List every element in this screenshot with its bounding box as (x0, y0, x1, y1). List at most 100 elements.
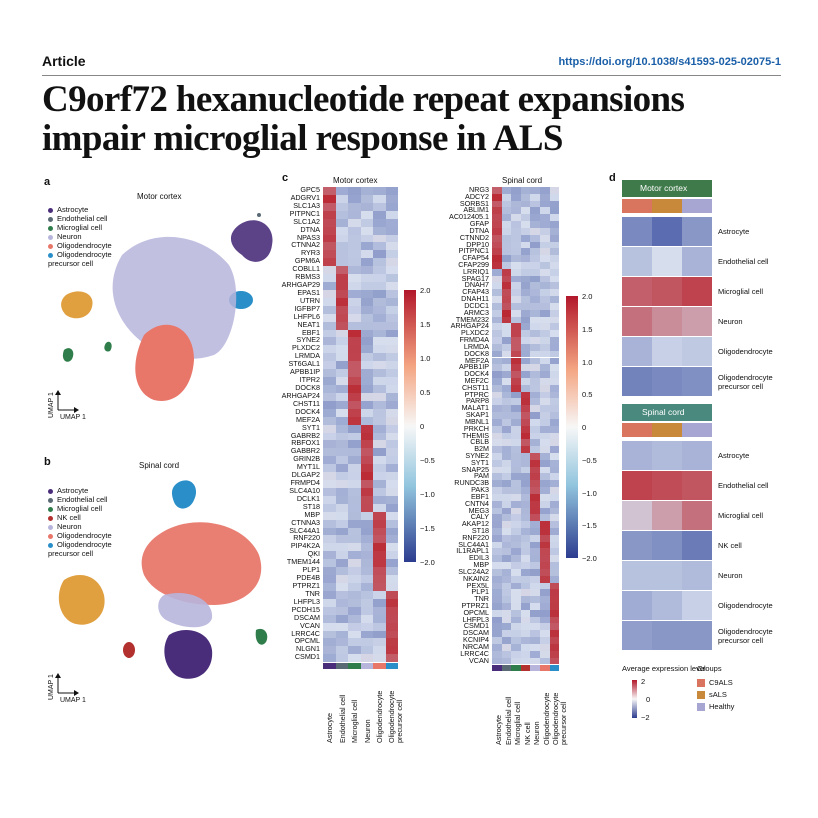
d-sc-cell (682, 561, 712, 590)
sc-heat-cell (520, 575, 531, 583)
sc-heat-cell (501, 221, 512, 228)
sc-heat-cell (520, 548, 531, 556)
sc-heat-cell (492, 330, 502, 338)
sc-heat-cell (530, 616, 540, 624)
sc-heat-cell (501, 214, 512, 222)
sc-heat-cell (511, 241, 521, 249)
sc-heat-cell (511, 650, 521, 658)
legend-dot (48, 533, 53, 539)
mc-heat-cell (335, 448, 348, 457)
sc-heat-cell (549, 507, 560, 515)
doi-link[interactable]: https://doi.org/10.1038/s41593-025-02075… (558, 56, 781, 68)
legend-item: Astrocyte (48, 205, 118, 214)
colorbar-tick: 2.0 (420, 286, 431, 295)
sc-heat-cell (511, 371, 521, 378)
sc-heat-cell (549, 309, 560, 317)
legend-dot (48, 506, 53, 512)
legend-label: Oligodendrocyte precursor cell (48, 540, 112, 558)
mc-gene-label: RNF220 (293, 533, 320, 543)
sc-heat-cell (540, 643, 550, 651)
sc-gene-label: AC012405.1 (449, 212, 489, 222)
sc-gene-label: SLC24A2 (458, 566, 489, 576)
sc-heat-cell (492, 473, 502, 481)
sc-heat-cell (540, 296, 550, 303)
mc-heat-cell (323, 638, 336, 647)
mc-heat-cell (323, 361, 336, 370)
mc-heat-cell (348, 258, 361, 267)
panel-b-umap1: UMAP 1 (60, 697, 86, 704)
sc-heat-cell (520, 412, 531, 419)
sc-heat-cell (501, 528, 512, 535)
sc-heat-cell (511, 309, 521, 317)
mc-heat-cell (360, 543, 373, 552)
mc-heat-cell (360, 392, 373, 401)
mc-heat-cell (348, 503, 361, 512)
mc-heat-cell (373, 369, 386, 378)
mc-heat-cell (373, 282, 386, 290)
mc-heat-cell (360, 598, 373, 607)
mc-heat-cell (323, 313, 336, 322)
sc-heat-cell (511, 514, 521, 522)
sc-heat-cell (492, 268, 502, 276)
sc-heat-cell (492, 302, 502, 310)
sc-heat-cell (492, 452, 502, 460)
mc-column-label: Neuron (362, 719, 372, 744)
group-label: sALS (709, 690, 727, 700)
sc-heat-cell (549, 337, 560, 344)
mc-heat-cell (373, 472, 386, 481)
sc-heat-cell (511, 268, 521, 276)
mc-heat-cell (360, 622, 373, 631)
mc-heat-cell (348, 622, 361, 631)
mc-gene-label: LRRC4C (291, 628, 320, 638)
sc-heat-cell (492, 234, 502, 242)
mc-heat-cell (323, 242, 336, 251)
sc-heat-cell (511, 282, 521, 290)
mc-heat-cell (360, 242, 373, 251)
mc-heat-cell (323, 487, 336, 496)
sc-heat-cell (540, 302, 550, 310)
mc-heat-cell (385, 519, 398, 528)
sc-gene-label: MBP (473, 560, 489, 570)
mc-gene-label: NLGN1 (296, 644, 320, 654)
sc-heat-cell (492, 568, 502, 576)
sc-heat-cell (530, 323, 540, 331)
panel-d-legend-title: Average expression level (622, 664, 706, 673)
mc-heat-cell (360, 377, 373, 385)
sc-gene-label: NRG3 (469, 185, 489, 194)
sc-heat-cell (520, 603, 531, 610)
mc-gene-label: ADGRV1 (290, 192, 320, 202)
sc-heat-cell (549, 534, 560, 542)
mc-heat-cell (360, 194, 373, 203)
sc-heat-cell (540, 582, 550, 590)
sc-heat-cell (549, 371, 560, 378)
mc-heat-cell (323, 559, 336, 568)
sc-heat-cell (492, 650, 502, 658)
mc-heat-cell (348, 234, 361, 243)
sc-heat-cell (549, 391, 560, 399)
d-mc-cell (682, 337, 712, 366)
d-sc-row-label: Astrocyte (718, 451, 750, 460)
mc-heat-cell (335, 377, 348, 385)
sc-heat-cell (501, 309, 512, 317)
sc-heat-cell (530, 446, 540, 453)
sc-heat-cell (540, 596, 550, 603)
mc-heat-cell (348, 282, 361, 290)
sc-heat-cell (501, 487, 512, 494)
sc-column-label: Oligodendrocyte (542, 693, 551, 746)
mc-heat-cell (385, 321, 398, 330)
legend-item: Oligodendrocyte (48, 531, 118, 540)
mc-gene-label: APBB1IP (290, 367, 320, 377)
mc-heat-cell (360, 250, 373, 259)
mc-heat-cell (323, 456, 336, 465)
mc-heat-cell (360, 638, 373, 647)
mc-heat-cell (335, 511, 348, 520)
sc-gene-label: DPP10 (466, 239, 489, 249)
sc-heat-cell (549, 343, 560, 351)
mc-heat-cell (335, 622, 348, 631)
sc-heat-cell (501, 227, 512, 235)
sc-heat-cell (540, 623, 550, 631)
sc-group-strip (511, 665, 521, 672)
d-sc-group-strip (652, 423, 682, 437)
mc-heat-cell (373, 377, 386, 385)
mc-heat-cell (323, 337, 336, 346)
